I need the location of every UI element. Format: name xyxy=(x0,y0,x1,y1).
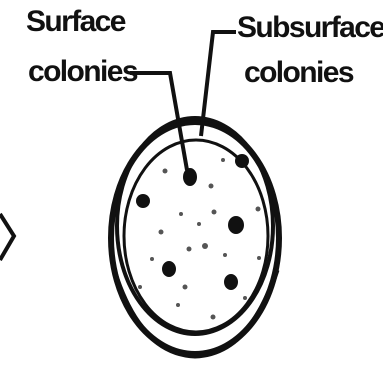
surface-colonies-label-line-2: colonies xyxy=(28,56,137,88)
subsurface-colony xyxy=(243,296,247,300)
subsurface-colony xyxy=(223,253,227,257)
subsurface-colony xyxy=(187,247,192,252)
surface-colonies-label-line-1: Surface xyxy=(26,6,125,38)
surface-colony xyxy=(162,261,176,277)
subsurface-colony xyxy=(183,285,188,290)
subsurface-colony xyxy=(197,222,201,226)
subsurface-colony xyxy=(211,315,216,320)
subsurface-colony xyxy=(212,210,217,215)
subsurface-colony xyxy=(150,257,154,261)
surface-colony xyxy=(183,168,197,186)
subsurface-colony xyxy=(163,169,168,174)
partial-arrow-shape xyxy=(0,214,14,260)
surface-colony xyxy=(235,154,249,168)
surface-colony xyxy=(228,216,244,234)
surface-colony xyxy=(224,274,238,290)
subsurface-colony xyxy=(209,184,214,189)
subsurface-colony xyxy=(202,243,208,249)
subsurface-colonies-label-line-2: colonies xyxy=(244,57,353,89)
subsurface-colony xyxy=(176,303,180,307)
subsurface-colony xyxy=(138,285,142,289)
surface-colony xyxy=(136,194,150,208)
subsurface-colony xyxy=(159,230,164,235)
subsurface-colonies-label-line-1: Subsurface xyxy=(237,12,383,44)
subsurface-colony xyxy=(179,212,183,216)
subsurface-colony xyxy=(256,207,261,212)
subsurface-colony xyxy=(257,256,261,260)
agar-surface xyxy=(124,140,268,332)
subsurface-colony xyxy=(221,158,225,162)
